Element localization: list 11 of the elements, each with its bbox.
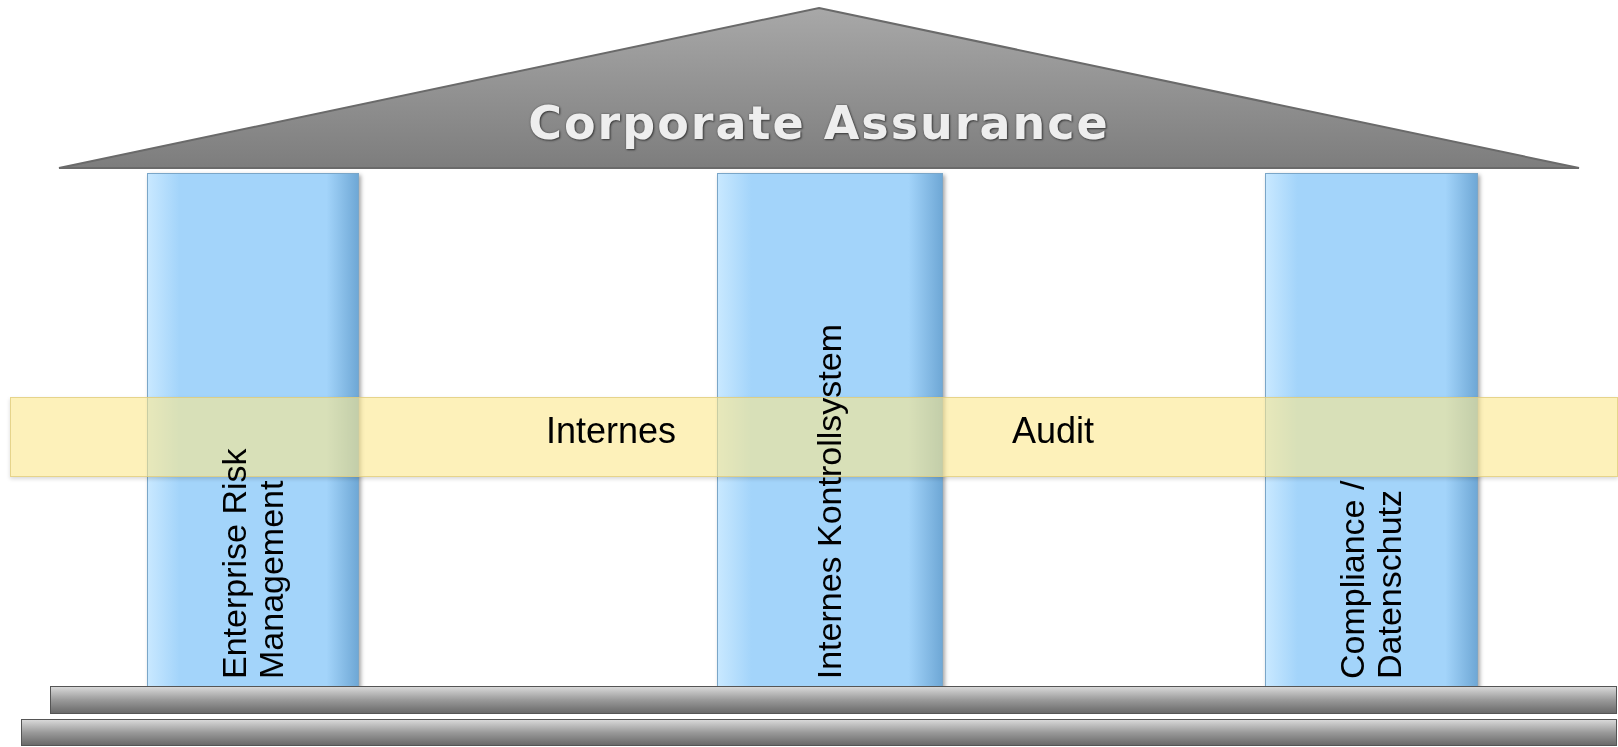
pillar-label: Internes Kontrollsystem: [811, 323, 849, 679]
band-label: Audit: [1011, 410, 1095, 452]
roof-title: Corporate Assurance: [527, 96, 1111, 150]
band-label: Internes: [545, 410, 677, 452]
pillar: [147, 173, 359, 688]
pillar: [717, 173, 943, 688]
pillar: [1265, 173, 1478, 688]
base-step: [21, 719, 1617, 746]
pillar-label: Compliance / Datenschutz: [1334, 479, 1409, 679]
base-step: [50, 686, 1617, 714]
pillar-label: Enterprise Risk Management: [215, 447, 291, 679]
